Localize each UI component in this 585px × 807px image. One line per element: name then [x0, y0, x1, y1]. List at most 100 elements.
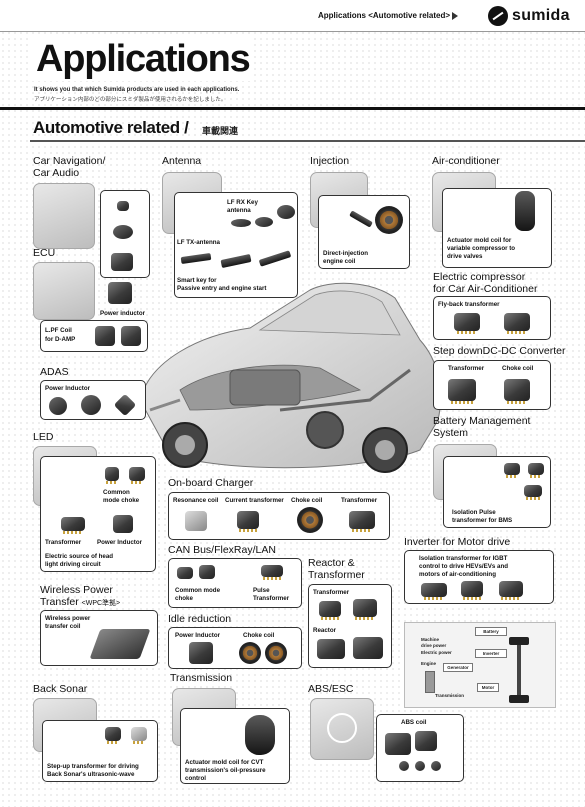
page-title: Applications [32, 38, 254, 81]
bms-pulse-transformer-icon [504, 463, 520, 478]
wheel-icon [509, 695, 529, 703]
car-nav-title-line-2: Car Audio [33, 166, 80, 179]
resonance-coil-icon [185, 511, 207, 531]
diagram-battery: Battery [475, 627, 507, 636]
abs-parts-box: ABS coil [376, 714, 464, 782]
abs-circle-icon [327, 713, 357, 743]
antenna-parts-box: LF RX Key antenna LF TX-antenna Smart ke… [174, 192, 298, 298]
reactor-transformer-label: Transformer [313, 589, 350, 596]
bms-pulse-transformer-icon [524, 485, 542, 500]
diagram-inverter: Inverter [475, 649, 507, 658]
car-nav-photo [33, 183, 95, 249]
title-divider [0, 107, 585, 110]
led-common-label-line-1: Common [103, 489, 130, 496]
stepdown-choke-label: Choke coil [502, 365, 534, 372]
section-divider [30, 140, 585, 142]
ecu-power-inductor-label: Power inductor [100, 310, 146, 317]
lf-rx-label-line-1: LF RX Key [227, 199, 258, 206]
onboard-title: On-board Charger [168, 477, 254, 489]
abs-coil-icon [399, 761, 409, 771]
canbus-parts-box: Common mode choke Pulse Transformer [168, 558, 302, 608]
reactor-icon [317, 639, 345, 659]
inductor-part-icon [117, 201, 129, 211]
abs-coil-icon [431, 761, 441, 771]
wireless-title: Wireless Power Transfer <WPC準拠> [40, 584, 120, 608]
toroidal-choke-icon [297, 507, 323, 533]
aircon-label-line-1: Actuator mold coil for [447, 237, 512, 244]
reactor-title-line-2: Transformer [308, 568, 365, 581]
stepdown-parts-box: Transformer Choke coil [433, 360, 551, 410]
diagram-transmission: Transmission [435, 693, 465, 698]
brand-name: sumida [512, 7, 570, 24]
diagram-engine: Engine [421, 661, 437, 666]
onboard-transformer-icon [349, 511, 375, 532]
compressor-title: Electric compressor for Car Air-Conditio… [433, 271, 538, 295]
onboard-parts-box: Resonance coil Current transformer Choke… [168, 492, 390, 540]
wireless-label-line-2: transfer coil [45, 623, 81, 630]
smart-key-label-line-2: Passive entry and engine start [177, 285, 267, 292]
abs-coil-icon [415, 731, 437, 751]
inductor-part-icon [111, 253, 133, 271]
diagram-motor: Motor [477, 683, 499, 692]
sonar-label-line-1: Step-up transformer for driving [47, 763, 139, 770]
transmission-label-line-2: transmission's oil-pressure [185, 767, 266, 774]
lpf-coil-icon [95, 326, 115, 346]
adas-inductor-icon [113, 393, 137, 417]
idle-choke-label: Choke coil [243, 632, 275, 639]
onboard-choke-label: Choke coil [291, 497, 323, 504]
led-desc-line-1: Electric source of head [45, 553, 114, 560]
adas-title: ADAS [40, 366, 69, 378]
led-power-inductor-label: Power Inductor [97, 539, 143, 546]
breadcrumb-arrow-icon [452, 12, 458, 20]
wireless-title-line-2: Transfer [40, 595, 79, 608]
ecu-title: ECU [33, 247, 56, 259]
reactor-icon [353, 637, 383, 659]
power-inductor-icon [108, 282, 132, 304]
bms-pulse-transformer-icon [528, 463, 544, 478]
wireless-parts-box: Wireless power transfer coil [40, 610, 158, 666]
can-common-choke-icon [199, 565, 215, 579]
injection-label-line-2: engine coil [323, 258, 356, 265]
wheel-icon [509, 637, 529, 645]
lead-text-en: It shows you that which Sumida products … [34, 87, 240, 93]
brand-logo: sumida [488, 6, 580, 26]
lf-tx-antenna-icon [258, 250, 292, 267]
section-title: Automotive related / [33, 118, 189, 138]
lf-rx-label-line-2: antenna [227, 207, 251, 214]
compressor-title-line-2: for Car Air-Conditioner [433, 282, 538, 295]
led-common-label-line-2: mode choke [103, 497, 140, 504]
transmission-title: Transmission [170, 672, 233, 684]
idle-power-inductor-icon [189, 642, 213, 664]
lf-rx-antenna-icon [277, 205, 295, 219]
abs-coil-icon [385, 733, 411, 755]
lf-rx-antenna-icon [231, 219, 251, 227]
led-parts-box: Common mode choke Transformer Power Indu… [40, 456, 156, 572]
led-transformer-icon [61, 517, 85, 534]
diagram-electric-power: Electric power [421, 650, 452, 655]
current-transformer-label: Current transformer [225, 497, 284, 504]
smart-key-label-line-1: Smart key for [177, 277, 217, 284]
transmission-label-line-1: Actuator mold coil for CVT [185, 759, 264, 766]
flyback-transformer-icon [454, 313, 480, 334]
axle-icon [517, 643, 521, 699]
sonar-parts-box: Step-up transformer for driving Back Son… [42, 720, 158, 782]
ecu-lpf-box: L.PF Coil for D-AMP [40, 320, 148, 352]
car-nav-parts-box [100, 190, 150, 278]
aircon-parts-box: Actuator mold coil for variable compress… [442, 188, 552, 268]
reactor-title-line-1: Reactor & [308, 557, 355, 569]
pulse-label-line-1: Pulse [253, 587, 270, 594]
inverter-title: Inverter for Motor drive [404, 536, 511, 548]
reactor-title: Reactor & Transformer [308, 557, 365, 581]
compressor-title-line-1: Electric compressor [433, 271, 526, 283]
stepdown-transformer-icon [448, 379, 476, 404]
hev-diagram: Battery Machine drive power Electric pow… [404, 622, 556, 708]
breadcrumb[interactable]: Applications <Automotive related> [318, 11, 451, 20]
sumida-logo-icon [488, 6, 508, 26]
wireless-label-line-1: Wireless power [45, 615, 91, 622]
aircon-title: Air-conditioner [432, 155, 500, 167]
bms-label-line-1: Isolation Pulse [452, 509, 496, 516]
lf-tx-antenna-icon [220, 253, 252, 269]
diagram-machine-line-2: drive power [421, 643, 447, 648]
onboard-transformer-label: Transformer [341, 497, 378, 504]
can-common-label-line-1: Common mode [175, 587, 221, 594]
